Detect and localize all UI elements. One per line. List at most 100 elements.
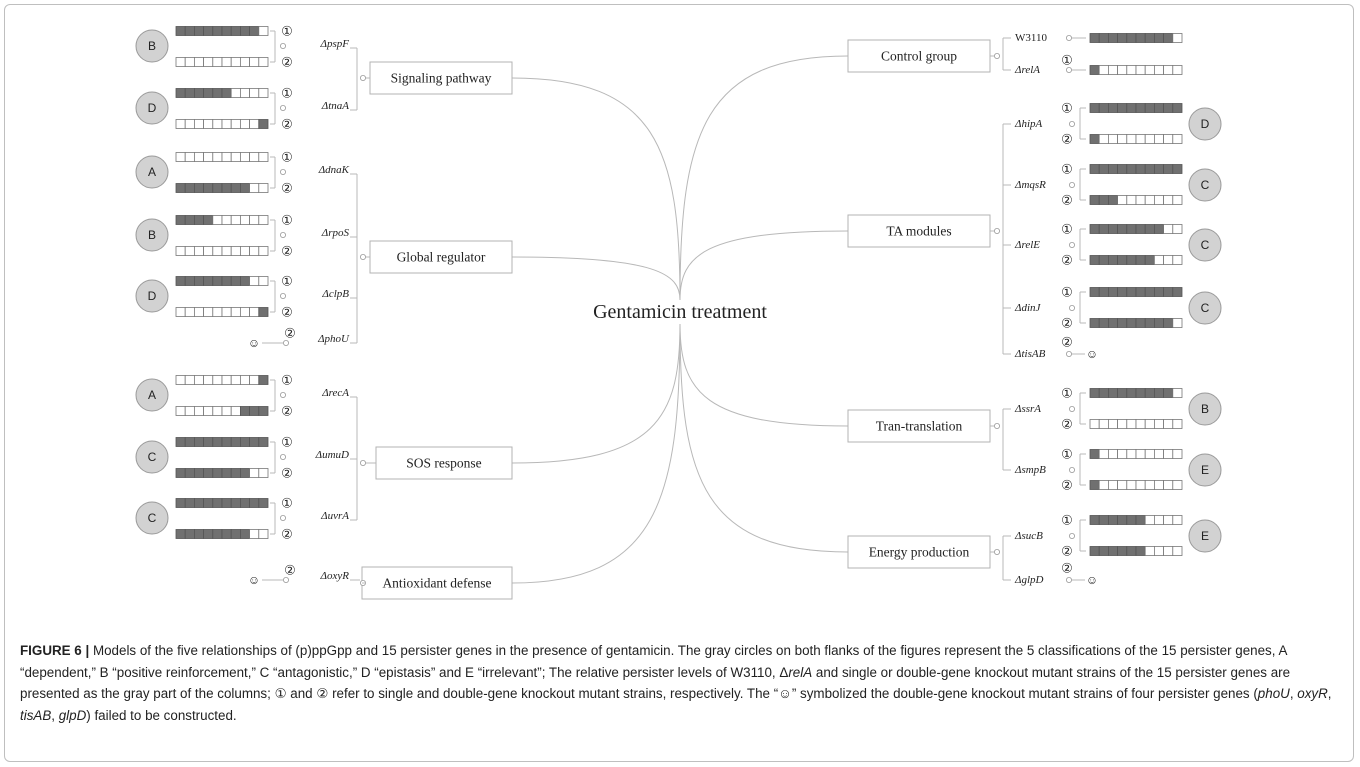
bar-single-delta-tnaa-cell	[175, 88, 186, 98]
bar-single-delta-ssra-cell	[1154, 388, 1165, 398]
connector-control-group	[679, 55, 849, 301]
bar-double-delta-reca-cell	[230, 406, 241, 416]
bar-single-delta-dnak-cell	[175, 152, 186, 162]
bar-double-delta-pspf-cell	[249, 57, 260, 67]
bar-double-delta-tnaa-cell	[184, 119, 195, 129]
bar-single-delta-tnaa-cell	[184, 88, 195, 98]
bar-single-delta-tnaa-cell	[221, 88, 232, 98]
bar-double-delta-sucb	[1089, 546, 1183, 556]
bar-double-delta-pspf-cell	[175, 57, 186, 67]
bar-control-w3110-cell	[1144, 33, 1155, 43]
bar-double-delta-sucb-cell	[1154, 546, 1165, 556]
bar-single-delta-ssra-cell	[1098, 388, 1109, 398]
bar-single-delta-smpb-cell	[1126, 449, 1137, 459]
bar-node-delta-hipa	[1069, 121, 1076, 128]
gene-label-delta-tisab: ΔtisAB	[1014, 348, 1046, 360]
class-circle-delta-rpos	[135, 218, 169, 252]
bar-single-delta-clpb-cell	[212, 276, 223, 286]
bar-single-delta-dinj	[1089, 287, 1183, 297]
class-circle-delta-hipa-label: D	[1201, 117, 1210, 131]
bar-single-delta-umud-cell	[193, 437, 204, 447]
bar-double-delta-dinj-cell	[1144, 318, 1155, 328]
class-circle-delta-ssra	[1188, 392, 1222, 426]
bar-single-delta-dinj-cell	[1089, 287, 1100, 297]
bar-single-delta-rele-cell	[1117, 224, 1128, 234]
bar-single-delta-ssra-cell	[1172, 388, 1183, 398]
bar-single-delta-dinj-cell	[1154, 287, 1165, 297]
bar-control-delta-rela-cell	[1098, 65, 1109, 75]
bar-single-delta-reca-cell	[249, 375, 260, 385]
figure-frame	[4, 4, 1354, 762]
category-box-ta-modules-label: TA modules	[886, 224, 951, 239]
failed-symbol-delta-glpd: ☺	[1086, 573, 1098, 587]
category-node-tran-translation	[994, 422, 1001, 429]
caption-text-3: ) failed to be constructed.	[86, 707, 237, 723]
bar-double-delta-dnak-cell	[258, 183, 269, 193]
class-circle-delta-tnaa-label: D	[148, 101, 157, 115]
bar-node-delta-dinj	[1069, 304, 1076, 311]
category-box-global-regulator-label: Global regulator	[397, 250, 486, 265]
bar-single-delta-sucb-cell	[1117, 515, 1128, 525]
mark-double-delta-rpos: ②	[281, 244, 293, 259]
bar-single-delta-smpb-cell	[1098, 449, 1109, 459]
bar-double-delta-uvra-cell	[221, 529, 232, 539]
gene-label-delta-rela: ΔrelA	[1014, 64, 1040, 76]
bar-single-delta-smpb-cell	[1154, 449, 1165, 459]
bar-double-delta-sucb-cell	[1135, 546, 1146, 556]
bar-double-delta-uvra-cell	[193, 529, 204, 539]
bar-double-delta-ssra-cell	[1126, 419, 1137, 429]
bar-single-delta-mqsr-cell	[1144, 164, 1155, 174]
bar-double-delta-ssra-cell	[1117, 419, 1128, 429]
bar-single-delta-umud-cell	[249, 437, 260, 447]
bar-single-delta-smpb	[1089, 449, 1183, 459]
bar-double-delta-clpb-cell	[249, 307, 260, 317]
bar-single-delta-uvra-cell	[212, 498, 223, 508]
bar-single-delta-rele-cell	[1126, 224, 1137, 234]
mark-node-w3110	[1066, 35, 1073, 42]
bar-single-delta-rpos-cell	[258, 215, 269, 225]
bar-single-delta-mqsr-cell	[1089, 164, 1100, 174]
bar-double-delta-reca	[175, 406, 269, 416]
bar-single-delta-rpos-cell	[230, 215, 241, 225]
bar-double-delta-sucb-cell	[1117, 546, 1128, 556]
gene-label-delta-dinj: ΔdinJ	[1014, 302, 1042, 314]
bar-double-delta-uvra-cell	[175, 529, 186, 539]
bar-single-delta-rpos-cell	[193, 215, 204, 225]
mark-double-delta-reca: ②	[281, 404, 293, 419]
bar-control-delta-rela-cell	[1144, 65, 1155, 75]
caption-sep-3: ,	[51, 707, 59, 723]
gene-label-delta-pspf: ΔpspF	[320, 38, 350, 50]
bar-double-delta-pspf-cell	[221, 57, 232, 67]
class-circle-delta-rele-label: C	[1201, 238, 1210, 252]
bar-double-delta-pspf-cell	[193, 57, 204, 67]
bar-single-delta-ssra-cell	[1135, 388, 1146, 398]
bar-single-delta-smpb-cell	[1163, 449, 1174, 459]
bar-double-delta-rele-cell	[1108, 255, 1119, 265]
bar-single-delta-tnaa-cell	[230, 88, 241, 98]
bar-double-delta-smpb-cell	[1144, 480, 1155, 490]
bar-single-delta-sucb-cell	[1108, 515, 1119, 525]
class-circle-delta-reca	[135, 378, 169, 412]
bar-double-delta-clpb-cell	[193, 307, 204, 317]
bar-single-delta-pspf-cell	[184, 26, 195, 36]
bar-double-delta-smpb-cell	[1172, 480, 1183, 490]
bar-double-delta-sucb-cell	[1108, 546, 1119, 556]
bar-double-delta-smpb-cell	[1089, 480, 1100, 490]
bar-double-delta-hipa-cell	[1144, 134, 1155, 144]
mark-node-delta-tisab	[1066, 350, 1073, 357]
bar-control-w3110	[1089, 33, 1183, 43]
bar-single-delta-dinj-cell	[1172, 287, 1183, 297]
failed-symbol-delta-oxyr: ☺	[248, 573, 260, 587]
class-circle-delta-rpos-label: B	[148, 228, 156, 242]
bar-double-delta-ssra-cell	[1144, 419, 1155, 429]
bar-double-delta-dnak-cell	[175, 183, 186, 193]
bar-single-delta-mqsr-cell	[1117, 164, 1128, 174]
bar-double-delta-dinj-cell	[1098, 318, 1109, 328]
bar-single-delta-pspf-cell	[175, 26, 186, 36]
bar-single-delta-dinj-cell	[1098, 287, 1109, 297]
bar-node-delta-umud	[279, 453, 286, 460]
bar-double-delta-hipa-cell	[1126, 134, 1137, 144]
bar-single-delta-reca-cell	[175, 375, 186, 385]
mark-single-delta-rela: ①	[1061, 53, 1073, 68]
